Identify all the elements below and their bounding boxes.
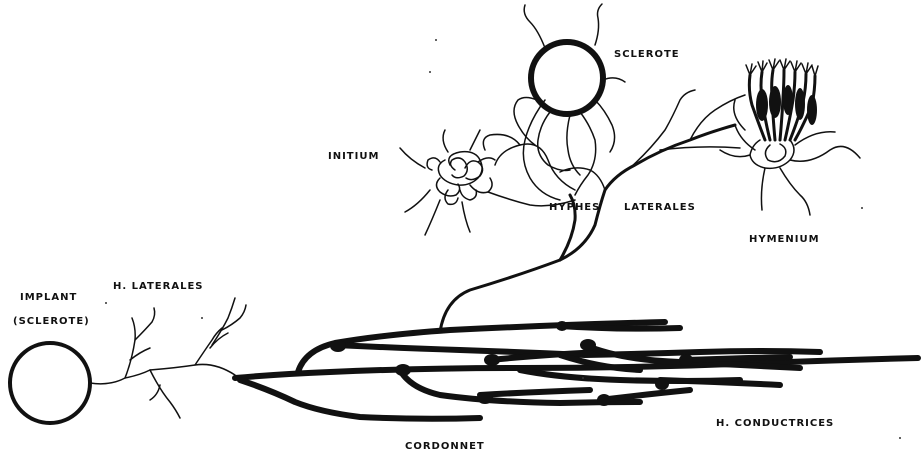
cordonnet-label: CORDONNET [405, 441, 485, 452]
h-laterales-label: H. LATERALES [113, 281, 203, 292]
implant-sub-label: (SCLEROTE) [13, 316, 90, 327]
implant-label: IMPLANT [20, 292, 77, 303]
initium-cluster [400, 130, 575, 235]
cordonnet-strands [235, 322, 918, 419]
laterales-label: LATERALES [624, 202, 696, 213]
hyphes-label: HYPHES [549, 202, 600, 213]
sclerote-hyphae [514, 4, 625, 200]
hymenium-label: HYMENIUM [749, 234, 820, 245]
initium-label: INITIUM [328, 151, 379, 162]
h-conductrices-label: H. CONDUCTRICES [716, 418, 834, 429]
implant-lateral-hyphae [90, 298, 246, 418]
hymenium-structure [720, 59, 860, 215]
implant-sclerote-circle [10, 343, 90, 423]
sclerote-label: SCLEROTE [614, 49, 680, 60]
